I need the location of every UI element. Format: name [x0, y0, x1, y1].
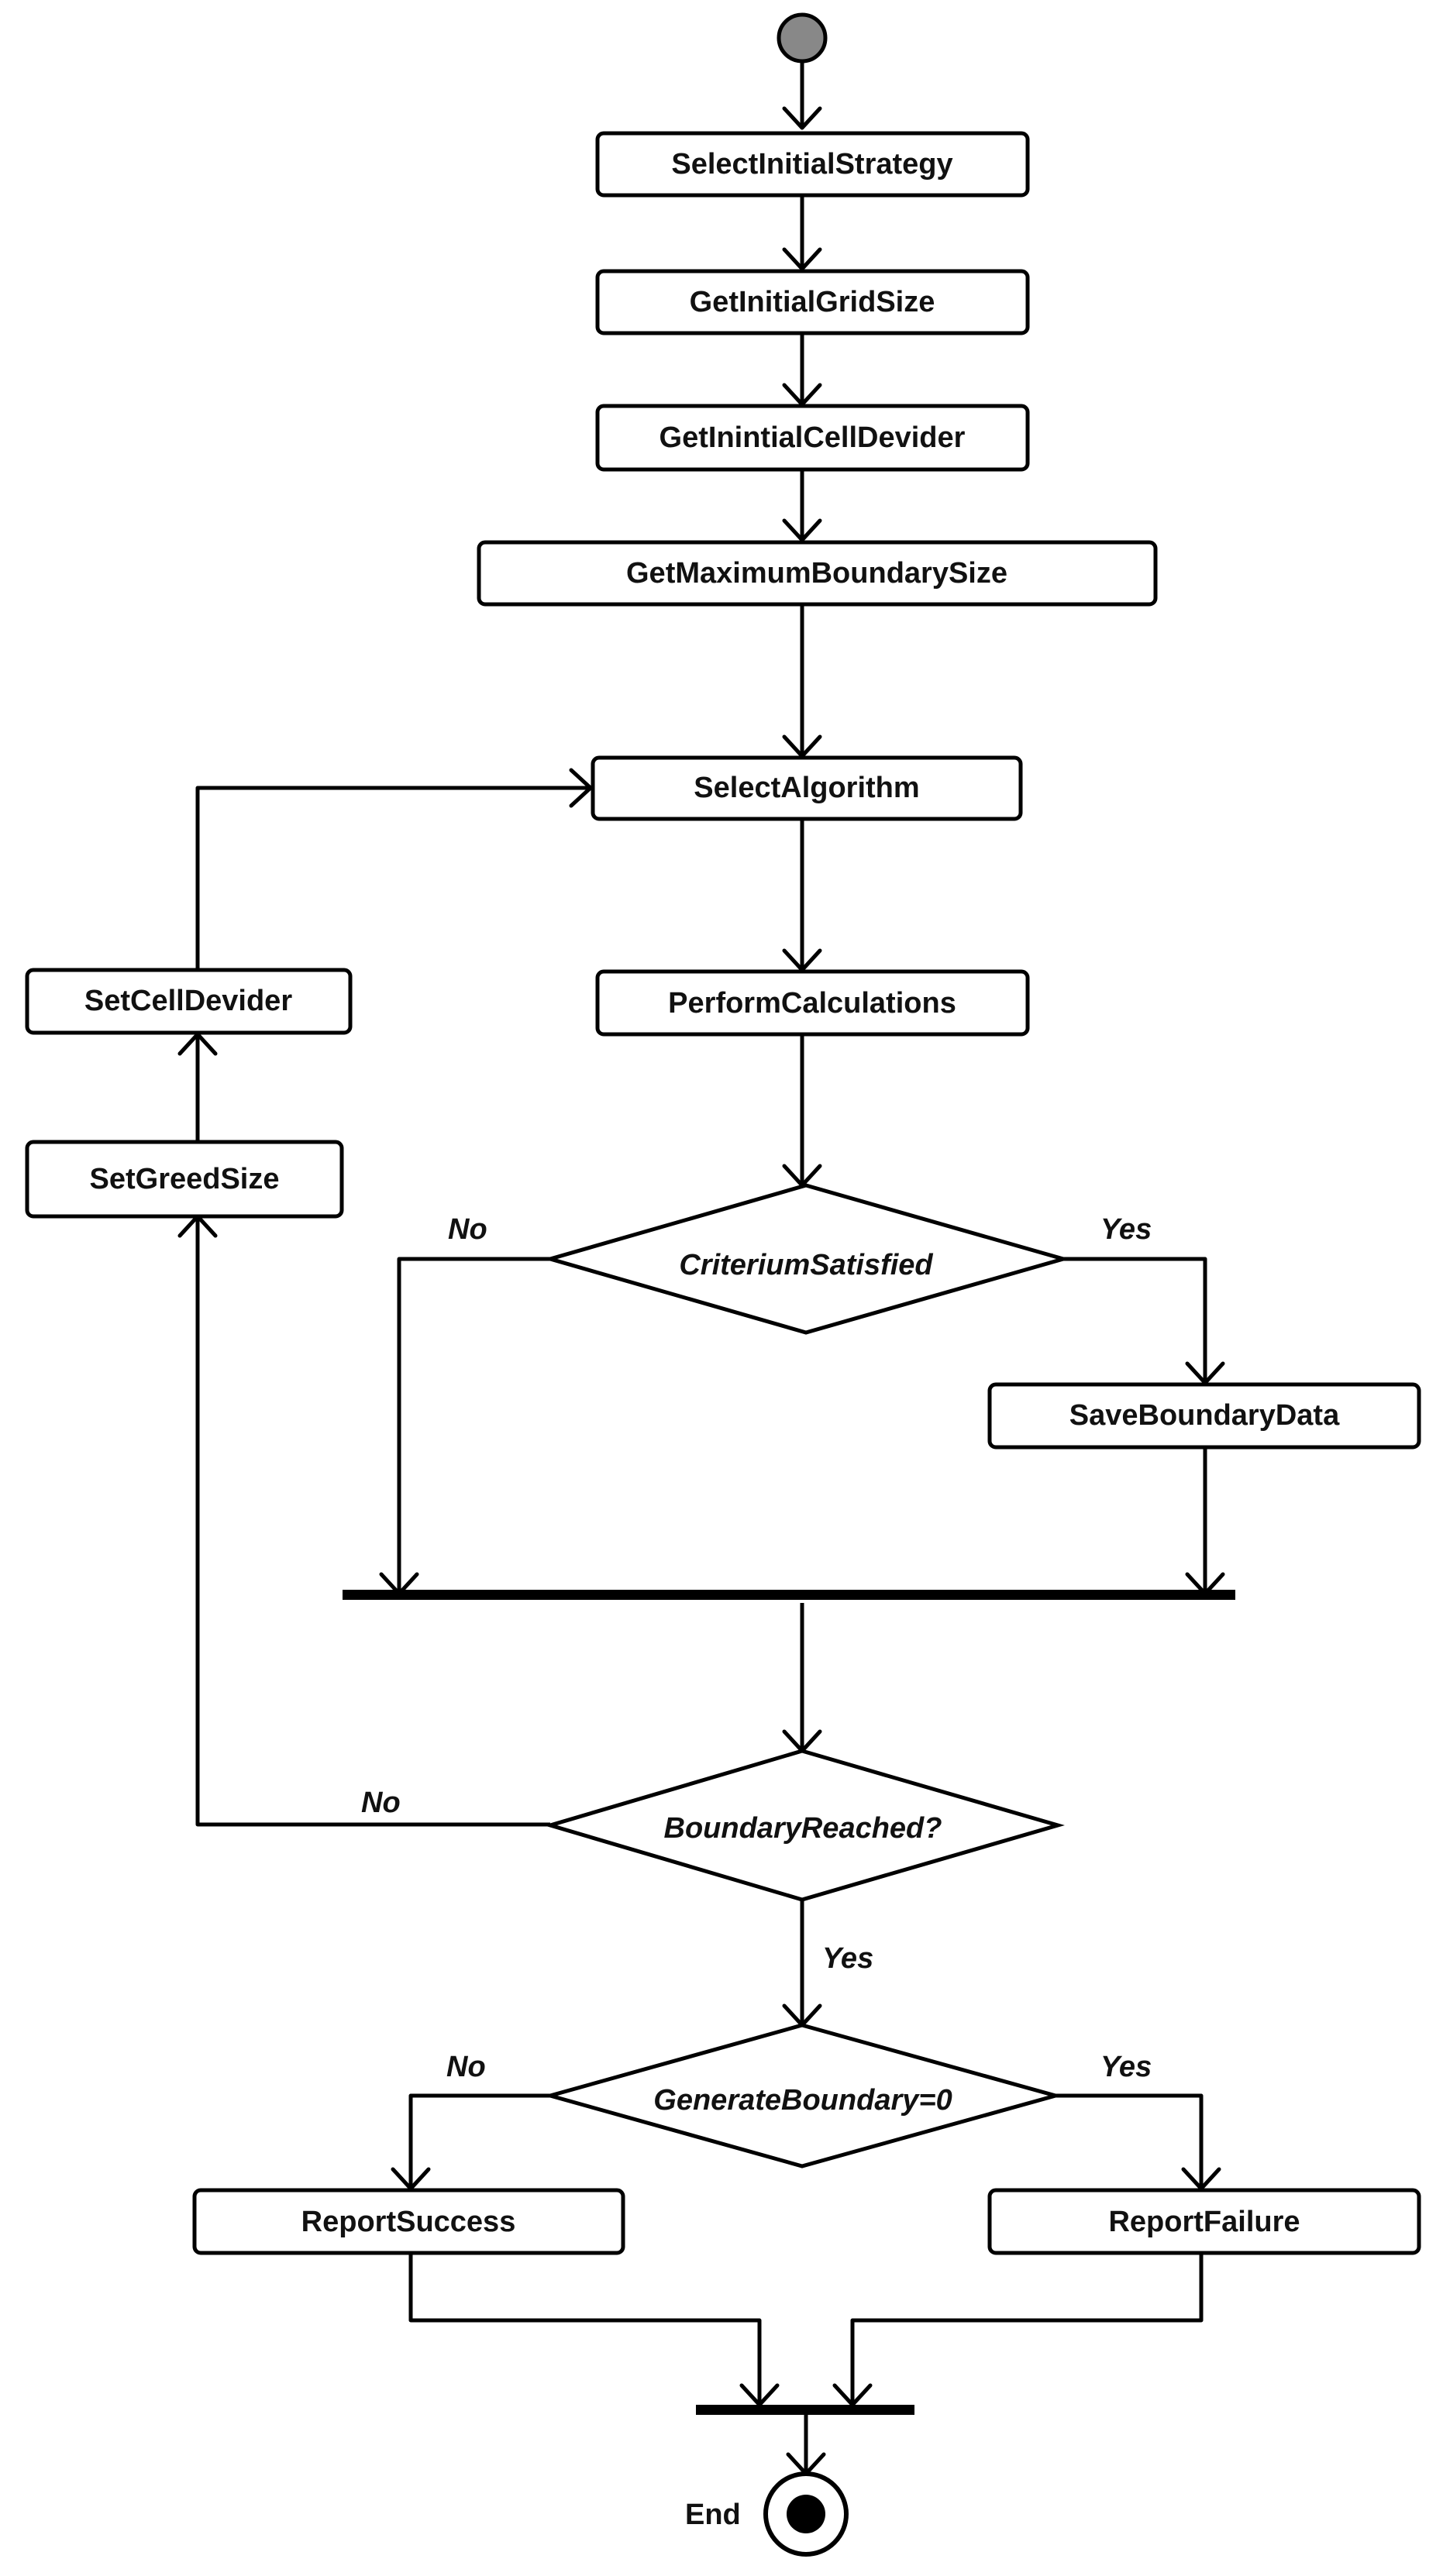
start-node [777, 12, 828, 64]
decision-criterium-satisfied[interactable]: CriteriumSatisfied [542, 1183, 1071, 1335]
decision-label: BoundaryReached? [664, 1812, 942, 1845]
decision-generate-boundary[interactable]: GenerateBoundary=0 [542, 2023, 1063, 2168]
action-label: GetMaximumBoundarySize [626, 557, 1007, 590]
decision-boundary-reached[interactable]: BoundaryReached? [543, 1749, 1065, 1902]
action-box [192, 2188, 625, 2255]
edge-label-generate-no: No [446, 2051, 486, 2083]
flow-boundary-no [195, 1216, 550, 1827]
arrowhead [569, 768, 593, 808]
action-box [25, 968, 353, 1035]
end-node [763, 2471, 849, 2557]
action-save-boundary-data[interactable]: SaveBoundaryData [987, 1382, 1421, 1450]
action-get-maximum-boundary-size[interactable]: GetMaximumBoundarySize [477, 540, 1158, 607]
action-box [595, 269, 1030, 335]
action-label: ReportFailure [1108, 2206, 1300, 2238]
flow-generate-no [408, 2093, 550, 2189]
arrowhead [782, 247, 822, 271]
arrowhead [782, 106, 822, 130]
merge-bar [343, 1590, 1235, 1600]
action-box [987, 2188, 1421, 2255]
flow-generate-yes [1056, 2093, 1204, 2189]
edge-label-criterium-no: No [448, 1213, 487, 1246]
arrowhead [782, 518, 822, 542]
action-box [477, 540, 1158, 607]
action-box [595, 969, 1030, 1037]
action-box [25, 1140, 344, 1219]
end-label: End [685, 2499, 741, 2531]
flow-criterium-yes [1063, 1257, 1207, 1383]
action-perform-calculations[interactable]: PerformCalculations [595, 969, 1030, 1037]
decision-label: CriteriumSatisfied [679, 1249, 933, 1281]
action-get-inintial-cell-devider[interactable]: GetInintialCellDevider [595, 404, 1030, 472]
decision-diamond [542, 1183, 1071, 1335]
action-label: SelectInitialStrategy [671, 148, 952, 181]
decision-label: GenerateBoundary=0 [653, 2084, 952, 2117]
flow-success-to-bar [408, 2253, 762, 2405]
action-set-greed-size[interactable]: SetGreedSize [25, 1140, 344, 1219]
flow-lines [177, 61, 1225, 2476]
decision-diamond [542, 2023, 1063, 2168]
edge-label-boundary-no: No [361, 1787, 401, 1819]
edge-label-generate-yes: Yes [1100, 2051, 1152, 2083]
action-label: SetGreedSize [90, 1163, 280, 1195]
action-box [591, 755, 1023, 821]
flow-failure-to-bar [850, 2253, 1204, 2405]
action-select-algorithm[interactable]: SelectAlgorithm [591, 755, 1023, 821]
action-label: GetInintialCellDevider [660, 421, 966, 454]
edge-label-boundary-yes: Yes [822, 1942, 873, 1975]
edge-label-criterium-yes: Yes [1100, 1213, 1152, 1246]
decision-diamond [543, 1749, 1065, 1902]
action-box [595, 131, 1030, 198]
action-label: SelectAlgorithm [694, 772, 919, 804]
action-select-initial-strategy[interactable]: SelectInitialStrategy [595, 131, 1030, 198]
flow-criterium-no [397, 1257, 550, 1594]
action-report-failure[interactable]: ReportFailure [987, 2188, 1421, 2255]
action-label: SetCellDevider [84, 985, 292, 1017]
action-get-initial-grid-size[interactable]: GetInitialGridSize [595, 269, 1030, 335]
action-box [987, 1382, 1421, 1450]
action-label: SaveBoundaryData [1069, 1399, 1340, 1432]
action-box [595, 404, 1030, 472]
action-label: GetInitialGridSize [690, 286, 935, 318]
action-label: ReportSuccess [301, 2206, 516, 2238]
action-report-success[interactable]: ReportSuccess [192, 2188, 625, 2255]
flow-cell-devider-to-algorithm [195, 786, 591, 970]
end-node-inner-dot [787, 2495, 825, 2533]
final-merge-bar [696, 2405, 914, 2415]
action-set-cell-devider[interactable]: SetCellDevider [25, 968, 353, 1035]
action-label: PerformCalculations [668, 987, 956, 1020]
